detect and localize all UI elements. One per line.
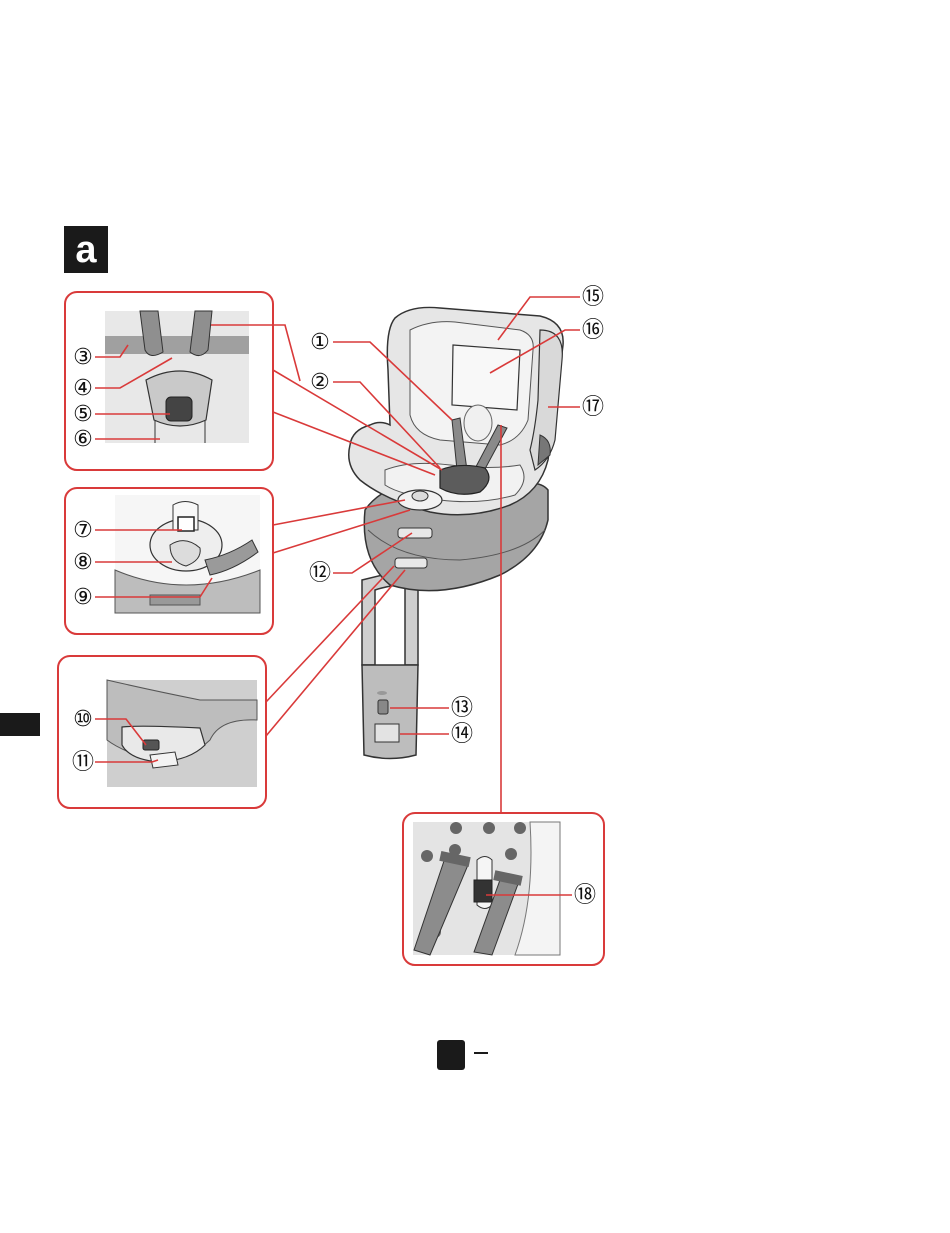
side-tab-marker xyxy=(0,713,40,736)
callout-5: ⑤ xyxy=(73,402,93,427)
inset-harness-detail xyxy=(65,292,273,470)
callout-7: ⑦ xyxy=(73,518,93,543)
inset-rotation-lever-detail xyxy=(58,656,266,808)
callout-2: ② xyxy=(310,370,330,395)
callout-10: ⑩ xyxy=(73,707,93,732)
section-badge: a xyxy=(64,226,108,273)
callout-9: ⑨ xyxy=(73,585,93,610)
inset-adjuster-detail xyxy=(65,488,273,634)
callout-17: ⑰ xyxy=(582,395,604,420)
callout-8: ⑧ xyxy=(73,550,93,575)
car-seat-illustration xyxy=(349,307,563,758)
callout-14: ⑭ xyxy=(451,722,473,747)
page-number-dash xyxy=(474,1052,488,1054)
callout-12: ⑫ xyxy=(309,561,331,586)
callout-18: ⑱ xyxy=(574,883,596,908)
callout-3: ③ xyxy=(73,345,93,370)
page-number-badge xyxy=(437,1040,465,1070)
callout-16: ⑯ xyxy=(582,318,604,343)
callout-4: ④ xyxy=(73,376,93,401)
callout-15: ⑮ xyxy=(582,285,604,310)
callout-11: ⑪ xyxy=(72,750,94,775)
callout-13: ⑬ xyxy=(451,696,473,721)
callout-6: ⑥ xyxy=(73,427,93,452)
callout-1: ① xyxy=(310,330,330,355)
